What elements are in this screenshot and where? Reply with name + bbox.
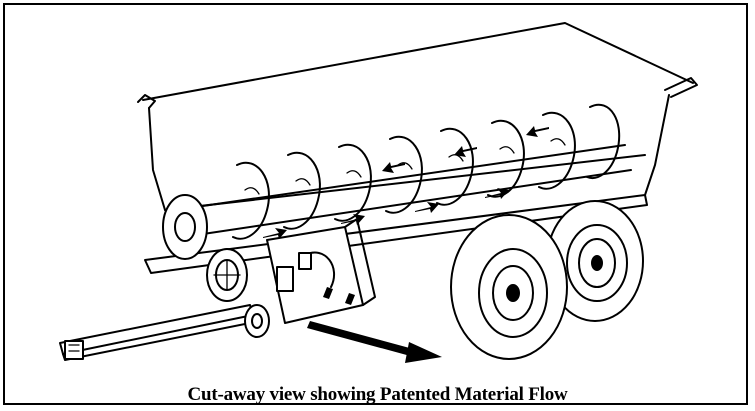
rear-wheel xyxy=(546,200,644,322)
front-wheel xyxy=(450,214,568,360)
hitch-tongue xyxy=(59,304,256,361)
discharge-arrow xyxy=(307,321,442,363)
figure-frame: Cut-away view showing Patented Material … xyxy=(3,3,748,405)
auger-shaft xyxy=(174,144,632,238)
hopper-body xyxy=(137,22,698,274)
spreader-illustration xyxy=(59,22,698,363)
auger-flights xyxy=(162,103,621,260)
flow-arrows xyxy=(263,126,549,239)
drive-mechanism xyxy=(206,218,376,338)
figure-caption: Cut-away view showing Patented Material … xyxy=(187,384,568,405)
